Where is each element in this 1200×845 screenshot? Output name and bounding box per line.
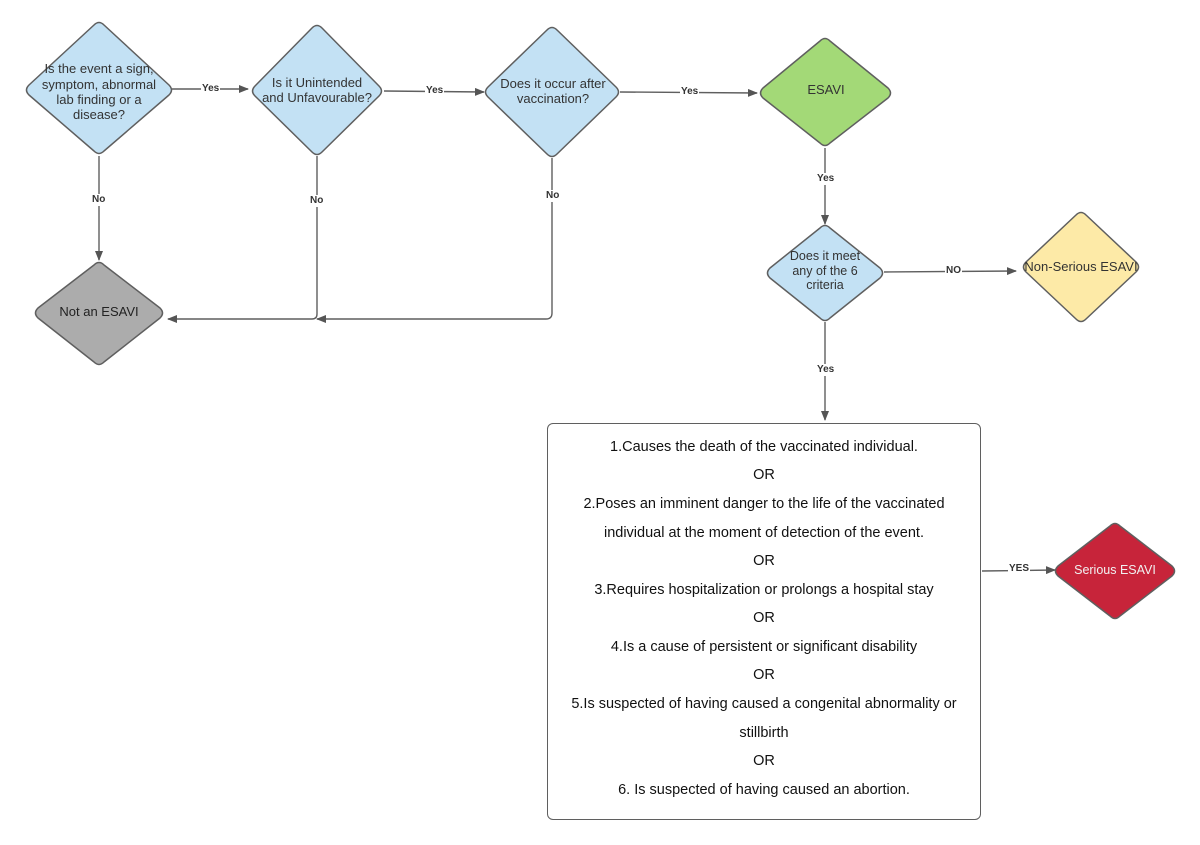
- criterion-6: 6. Is suspected of having caused an abor…: [618, 782, 910, 798]
- not-an-esavi-diamond: [34, 261, 164, 366]
- question-unintended-text: Is it Unintended and Unfavourable?: [262, 74, 372, 105]
- edge-label-q2-yes: Yes: [425, 85, 445, 97]
- criterion-or-5: OR: [753, 753, 775, 769]
- edge-label-criteria-yes: YES: [1008, 563, 1031, 575]
- question-unintended-diamond: [251, 24, 383, 156]
- criterion-3: 3.Requires hospitalization or prolongs a…: [594, 582, 934, 598]
- edge-label-q1-yes: Yes: [201, 83, 221, 95]
- criterion-4: 4.Is a cause of persistent or significan…: [610, 639, 918, 655]
- question-sign-symptom-diamond: [25, 21, 173, 155]
- serious-criteria-box: 1.Causes the death of the vaccinated ind…: [547, 423, 981, 820]
- edge-label-q3-no: No: [545, 190, 561, 202]
- edge-label-q4-yes: Yes: [816, 364, 836, 376]
- esavi-label: ESAVI: [807, 82, 845, 98]
- question-sign-symptom-text: Is the event a sign, symptom, abnormal l…: [41, 61, 157, 123]
- edge-q2-no: [167, 156, 318, 323]
- edge-label-q1-no: No: [91, 194, 107, 206]
- criterion-1: 1.Causes the death of the vaccinated ind…: [610, 439, 918, 455]
- criterion-or-2: OR: [753, 553, 775, 569]
- question-criteria-diamond: [766, 224, 884, 322]
- serious-esavi-label: Serious ESAVI: [1074, 562, 1156, 577]
- serious-esavi-diamond: [1054, 522, 1176, 620]
- esavi-diamond: [759, 37, 892, 147]
- edge-label-q2-no: No: [309, 195, 325, 207]
- edge-q3-no: [316, 158, 553, 323]
- criterion-5-line-1: 5.Is suspected of having caused a congen…: [571, 696, 957, 712]
- criterion-or-4: OR: [753, 667, 775, 683]
- edge-label-q4-no: NO: [945, 265, 962, 277]
- question-after-vaccination-diamond: [484, 26, 620, 158]
- criterion-2-line-2: individual at the moment of detection of…: [603, 525, 924, 541]
- not-an-esavi-label: Not an ESAVI: [59, 304, 139, 320]
- question-after-vaccination-text: Does it occur after vaccination?: [500, 75, 606, 106]
- question-criteria-text: Does it meet any of the 6 criteria: [789, 248, 861, 293]
- edge-label-q3-yes: Yes: [680, 86, 700, 98]
- edge-label-esavi-yes: Yes: [816, 173, 836, 185]
- criterion-or-1: OR: [753, 467, 775, 483]
- criterion-or-3: OR: [753, 610, 775, 626]
- non-serious-esavi-diamond: [1022, 211, 1140, 323]
- criterion-2-line-1: 2.Poses an imminent danger to the life o…: [583, 496, 945, 512]
- criterion-5-line-2: stillbirth: [739, 725, 789, 741]
- non-serious-esavi-label: Non-Serious ESAVI: [1024, 259, 1138, 275]
